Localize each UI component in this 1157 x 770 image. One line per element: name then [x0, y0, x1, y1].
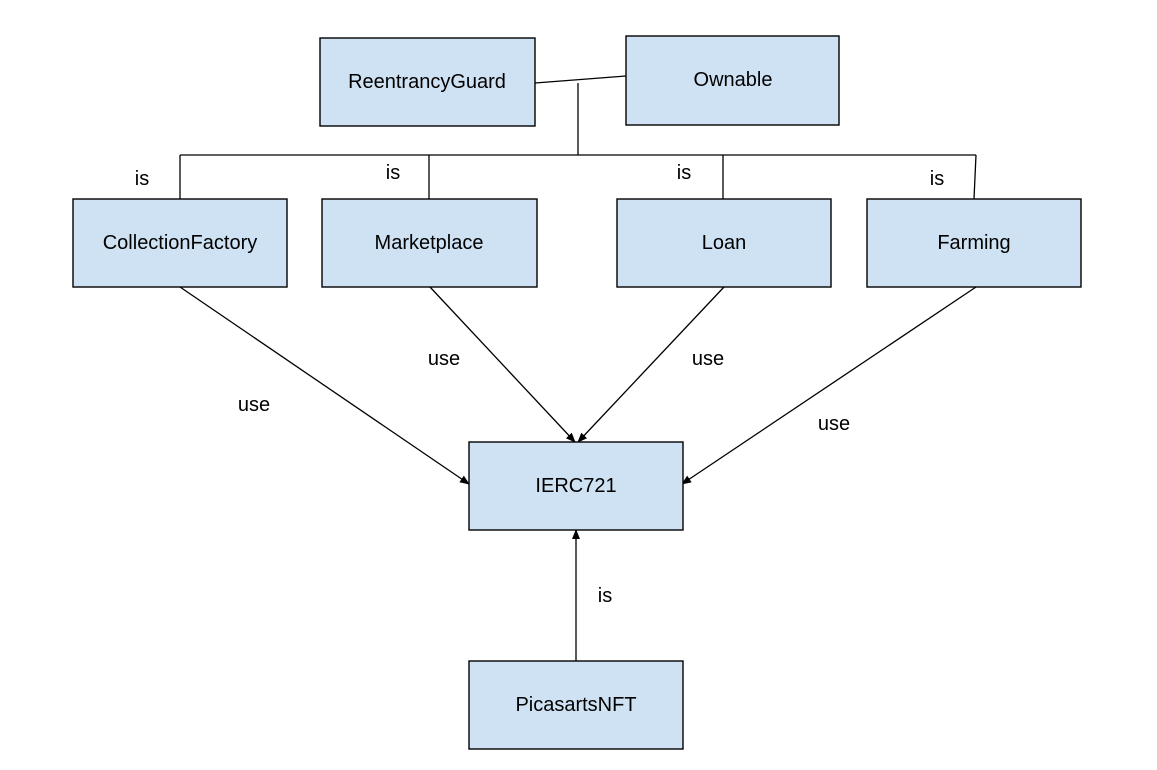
- node-label: ReentrancyGuard: [348, 71, 506, 93]
- node-box: [468, 441, 684, 531]
- edge-label-is-farming: is: [930, 168, 944, 190]
- edge-labels: is is is is use use use use is: [135, 162, 944, 607]
- edge-label-use-collection-factory: use: [238, 394, 270, 416]
- node-box: [319, 37, 536, 127]
- arrow-marketplace-use: [429, 286, 576, 443]
- edge-label-use-farming: use: [818, 413, 850, 435]
- edge-label-is-marketplace: is: [386, 162, 400, 184]
- inheritance-connectors: [179, 75, 977, 200]
- node-box: [72, 198, 288, 288]
- node-box: [321, 198, 538, 288]
- arrow-farming-use: [681, 286, 977, 485]
- node-loan: Loan: [616, 198, 832, 288]
- node-box: [625, 35, 840, 126]
- node-label: Farming: [937, 232, 1010, 254]
- node-ierc721: IERC721: [468, 441, 684, 531]
- node-label: CollectionFactory: [103, 232, 258, 254]
- node-box: [468, 660, 684, 750]
- node-label: IERC721: [535, 475, 616, 497]
- edge-label-use-marketplace: use: [428, 348, 460, 370]
- connector-guard-to-ownable: [534, 75, 627, 84]
- node-marketplace: Marketplace: [321, 198, 538, 288]
- node-box: [866, 198, 1082, 288]
- node-label: PicasartsNFT: [515, 694, 636, 716]
- node-farming: Farming: [866, 198, 1082, 288]
- edge-label-is-collection-factory: is: [135, 168, 149, 190]
- connector-drop-farming: [973, 154, 977, 200]
- use-arrows: [179, 286, 977, 661]
- node-collection-factory: CollectionFactory: [72, 198, 288, 288]
- edge-label-is-loan: is: [677, 162, 691, 184]
- node-ownable: Ownable: [625, 35, 840, 126]
- edge-label-use-loan: use: [692, 348, 724, 370]
- node-label: Ownable: [694, 69, 773, 91]
- node-box: [616, 198, 832, 288]
- node-label: Loan: [702, 232, 747, 254]
- arrow-loan-use: [577, 286, 725, 443]
- node-reentrancy-guard: ReentrancyGuard: [319, 37, 536, 127]
- arrow-collection-factory-use: [179, 286, 470, 485]
- node-label: Marketplace: [375, 232, 484, 254]
- node-picasarts-nft: PicasartsNFT: [468, 660, 684, 750]
- edge-label-is-picasarts-nft: is: [598, 585, 612, 607]
